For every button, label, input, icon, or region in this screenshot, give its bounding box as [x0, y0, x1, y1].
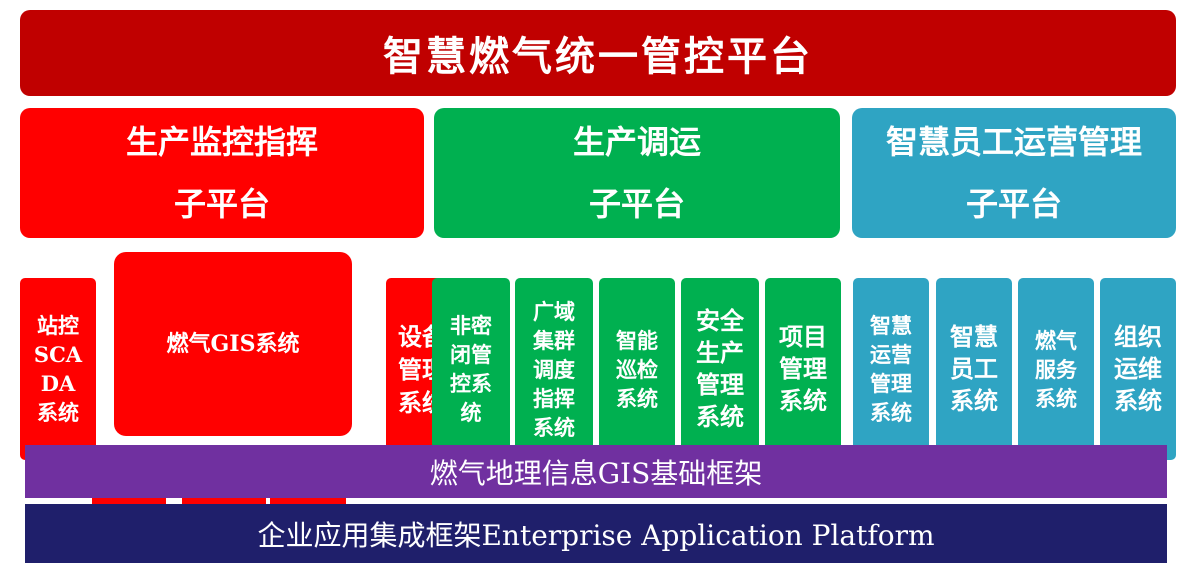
subplatform-name: 智慧员工运营管理: [885, 123, 1142, 161]
subplatform-name: 生产调运: [572, 123, 701, 161]
gis-framework-bar: 燃气地理信息GIS基础框架: [25, 445, 1167, 498]
hidden-box-edge: [182, 494, 266, 504]
gas-service-system-box: 燃气 服务 系统: [1018, 278, 1094, 460]
subplatform-suffix: 子平台: [965, 185, 1062, 223]
smart-operation-system-box: 智慧 运营 管理 系统: [853, 278, 929, 460]
employee-operation-subplatform: 智慧员工运营管理 子平台: [852, 108, 1176, 238]
scada-system-box: 站控 SCA DA 系统: [20, 278, 96, 460]
safety-production-system-box: 安全 生产 管理 系统: [681, 278, 759, 460]
hidden-box-edge: [92, 494, 166, 504]
enterprise-framework-bar: 企业应用集成框架Enterprise Application Platform: [25, 504, 1167, 563]
gis-system-box: 燃气GIS系统: [114, 252, 352, 436]
platform-title: 智慧燃气统一管控平台: [20, 10, 1176, 96]
smart-inspection-system-box: 智能 巡检 系统: [599, 278, 675, 460]
production-monitoring-subplatform: 生产监控指挥 子平台: [20, 108, 424, 238]
subplatform-suffix: 子平台: [173, 185, 270, 223]
non-closed-control-system-box: 非密 闭管 控系 统: [432, 278, 510, 460]
subplatform-name: 生产监控指挥: [125, 123, 318, 161]
subplatform-suffix: 子平台: [588, 185, 685, 223]
hidden-box-edge: [270, 494, 346, 504]
production-dispatch-subplatform: 生产调运 子平台: [434, 108, 840, 238]
org-maintenance-system-box: 组织 运维 系统: [1100, 278, 1176, 460]
smart-employee-system-box: 智慧 员工 系统: [936, 278, 1012, 460]
project-management-system-box: 项目 管理 系统: [765, 278, 841, 460]
cluster-dispatch-system-box: 广域 集群 调度 指挥 系统: [515, 278, 593, 460]
